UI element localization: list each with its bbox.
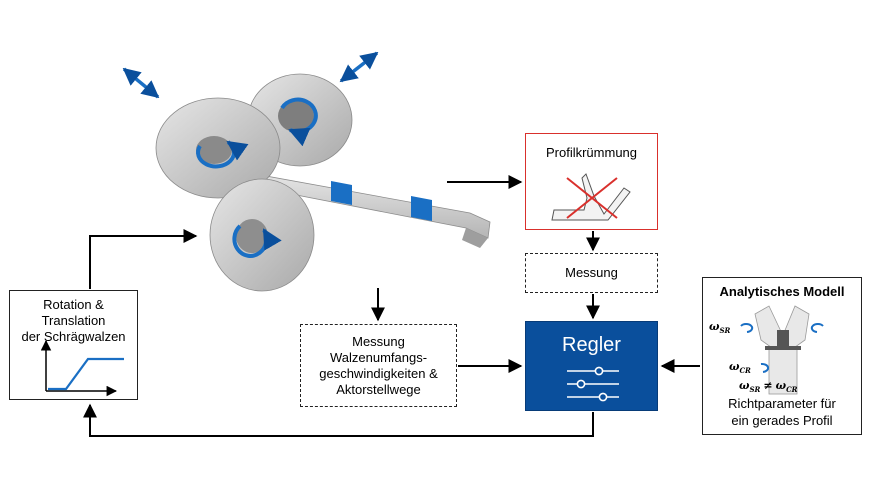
- model-caption: Richtparameter für ein gerades Profil: [703, 395, 861, 429]
- double-arrow-icon: [122, 67, 160, 99]
- speed-measurement-box: Messung Walzenumfangs- geschwindigkeiten…: [300, 324, 457, 407]
- measurement-box: Messung: [525, 253, 658, 293]
- omega-sr-label: ωSR: [709, 320, 731, 335]
- analytical-model-box: Analytisches Modell ωSR ωCR ωSR≠ωCR Rich…: [702, 277, 862, 435]
- omega-cr-label: ωCR: [729, 360, 751, 375]
- speed-measurement-line: geschwindigkeiten &: [319, 366, 438, 381]
- profile-marker: [411, 196, 432, 221]
- roller-geometry-diagram: ωSR ωCR ωSR≠ωCR: [709, 305, 824, 395]
- controller-box: Regler: [525, 321, 658, 411]
- speed-measurement-line: Walzenumfangs-: [329, 350, 428, 365]
- rotation-arrow-icon: [196, 140, 249, 169]
- slider-controls-icon: [567, 366, 619, 402]
- roller-lower: [209, 178, 315, 292]
- profile-marker: [331, 181, 352, 205]
- rotation-arrow-icon: [280, 97, 318, 147]
- speed-measurement-line: Aktorstellwege: [336, 382, 421, 397]
- connectors: [83, 175, 700, 437]
- rotation-translation-box: Rotation & Translation der Schrägwalzen: [9, 290, 138, 400]
- omega-inequality: ωSR≠ωCR: [739, 379, 798, 394]
- rotation-line: Rotation & Translation: [41, 297, 106, 328]
- rotation-arrow-icon: [232, 224, 282, 258]
- arrow-controller-to-rotation: [83, 403, 594, 437]
- speed-measurement-line: Messung: [352, 334, 405, 349]
- profile-curvature-box: Profilkrümmung: [525, 133, 658, 230]
- measurement-label: Messung: [565, 265, 618, 280]
- rolling-mill-illustration: [122, 51, 491, 292]
- double-arrow-icon: [339, 51, 379, 83]
- roller-upper-left: [155, 97, 281, 199]
- crossed-out-curved-profile-icon: [551, 173, 631, 221]
- model-caption-line: ein gerades Profil: [731, 413, 833, 428]
- controller-label: Regler: [562, 334, 621, 356]
- arrow-rotation-to-mill: [89, 229, 198, 289]
- model-caption-line: Richtparameter für: [728, 396, 836, 411]
- ramp-curve-icon: [40, 339, 124, 397]
- model-title: Analytisches Modell: [719, 284, 845, 299]
- profile-curvature-label: Profilkrümmung: [545, 145, 638, 160]
